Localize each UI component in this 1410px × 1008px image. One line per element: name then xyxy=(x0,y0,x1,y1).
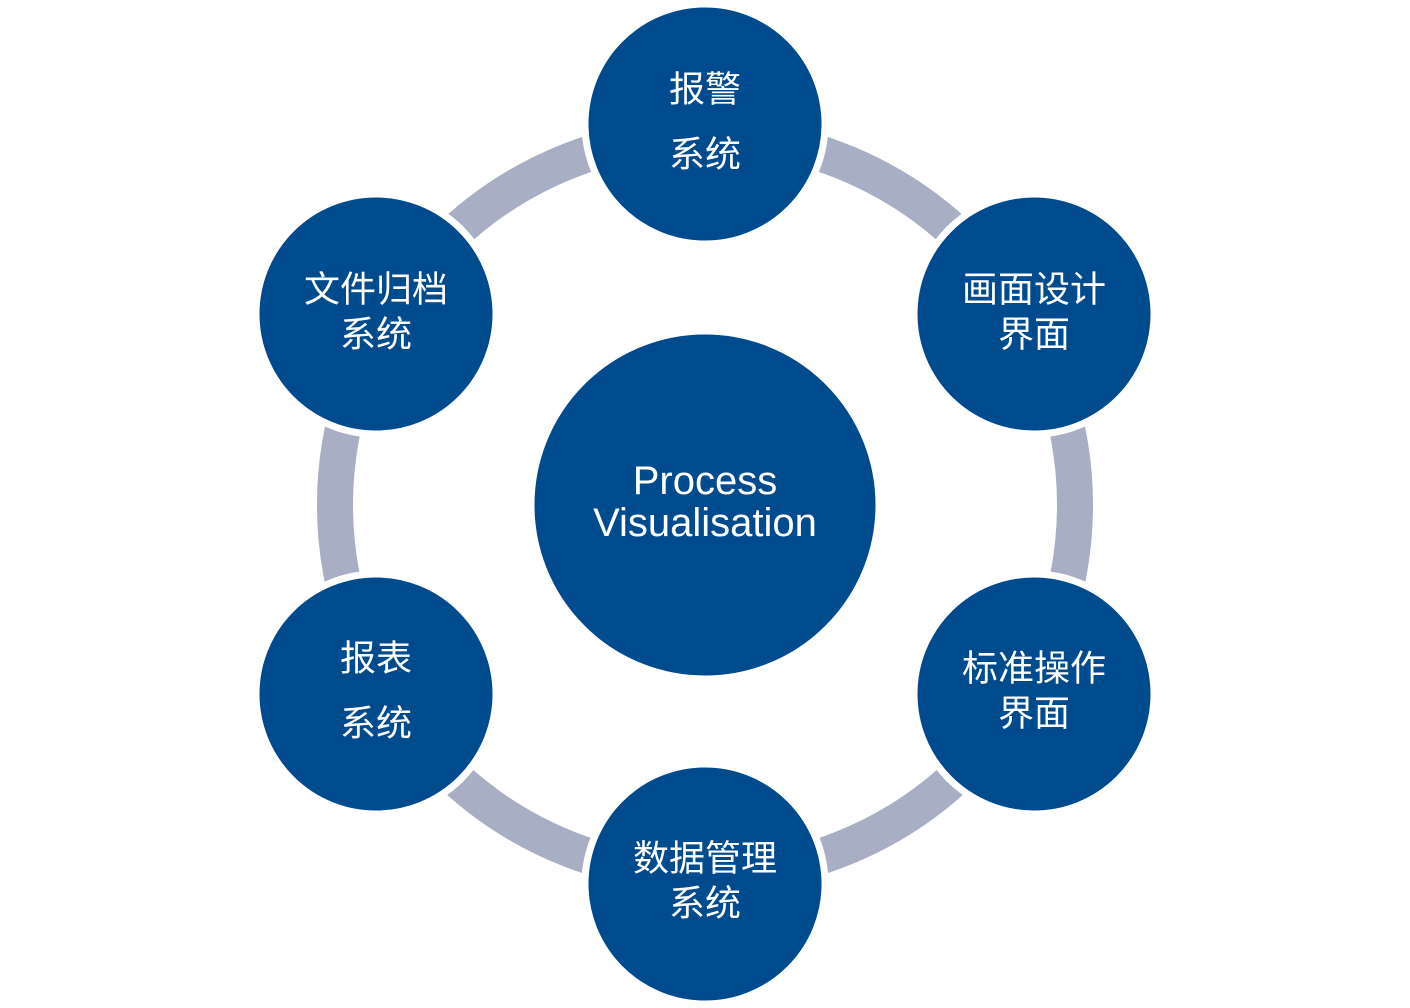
satellite-node-screen-design-label-line-1: 画面设计 xyxy=(962,270,1106,311)
satellite-node-alarm-label-line-2: 系统 xyxy=(669,135,741,176)
satellite-node-file-archive-label-line-2: 系统 xyxy=(340,315,412,356)
satellite-nodes: 报警 系统 画面设计 界面 标准操作 界面 数据管理 系统 报表 系统 xyxy=(252,0,1158,1008)
satellite-node-standard-operation-label-line-1: 标准操作 xyxy=(962,649,1106,690)
center-node-circle xyxy=(529,329,881,681)
satellite-node-data-management-circle xyxy=(581,760,829,1008)
satellite-node-standard-operation: 标准操作 界面 xyxy=(910,570,1158,818)
satellite-node-screen-design: 画面设计 界面 xyxy=(910,190,1158,438)
satellite-node-report: 报表 系统 xyxy=(252,570,500,818)
satellite-node-alarm: 报警 系统 xyxy=(581,0,829,248)
satellite-node-data-management-label-line-1: 数据管理 xyxy=(633,839,777,880)
satellite-node-report-label-line-2: 系统 xyxy=(340,704,412,745)
satellite-node-data-management-label-line-2: 系统 xyxy=(669,884,741,925)
center-node-label-line-2: Visualisation xyxy=(593,501,817,545)
satellite-node-data-management: 数据管理 系统 xyxy=(581,760,829,1008)
satellite-node-standard-operation-label-line-2: 界面 xyxy=(998,694,1070,735)
satellite-node-alarm-circle xyxy=(581,0,829,248)
center-node: Process Visualisation xyxy=(529,329,881,681)
satellite-node-report-circle xyxy=(252,570,500,818)
satellite-node-report-label-line-1: 报表 xyxy=(340,639,412,680)
satellite-node-screen-design-circle xyxy=(910,190,1158,438)
center-node-label-line-1: Process xyxy=(633,459,778,503)
satellite-node-file-archive-circle xyxy=(252,190,500,438)
satellite-node-standard-operation-circle xyxy=(910,570,1158,818)
satellite-node-file-archive: 文件归档 系统 xyxy=(252,190,500,438)
satellite-node-alarm-label-line-1: 报警 xyxy=(669,70,741,111)
satellite-node-screen-design-label-line-2: 界面 xyxy=(998,315,1070,356)
satellite-node-file-archive-label-line-1: 文件归档 xyxy=(304,270,448,311)
